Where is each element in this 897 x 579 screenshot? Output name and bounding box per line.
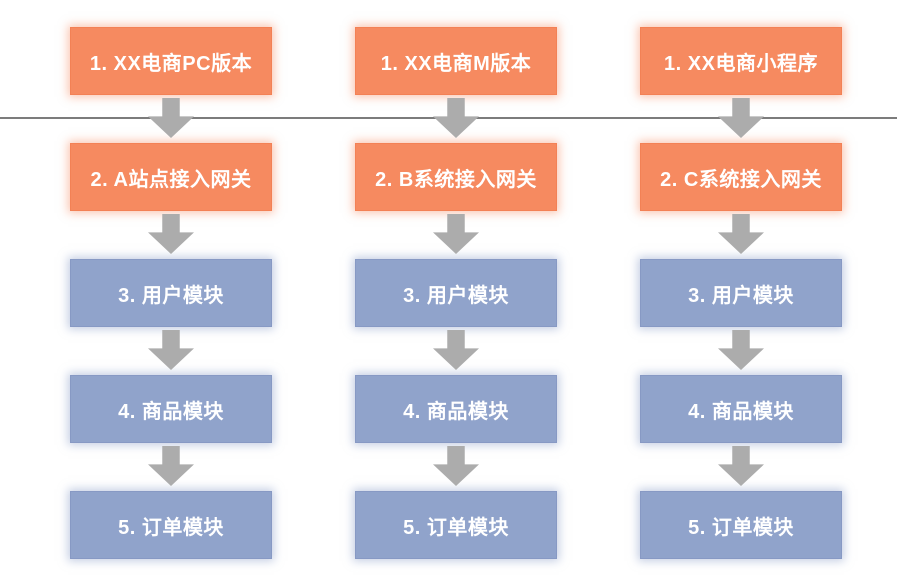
node-label: 3. 用户模块 [403,284,509,307]
node-label: 5. 订单模块 [688,516,794,539]
down-arrow-icon [148,446,194,486]
node-label: 4. 商品模块 [118,400,224,423]
down-arrow-icon [433,98,479,138]
down-arrow-icon [718,98,764,138]
node-label: 2. C系统接入网关 [660,168,822,191]
node-pc-client: 1. XX电商PC版本 [70,27,272,95]
node-user-module-2: 3. 用户模块 [355,259,557,327]
node-label: 3. 用户模块 [688,284,794,307]
node-label: 4. 商品模块 [403,400,509,423]
node-label: 3. 用户模块 [118,284,224,307]
node-user-module-3: 3. 用户模块 [640,259,842,327]
node-order-module-2: 5. 订单模块 [355,491,557,559]
node-order-module-1: 5. 订单模块 [70,491,272,559]
node-label: 2. B系统接入网关 [375,168,537,191]
down-arrow-icon [433,214,479,254]
node-m-client: 1. XX电商M版本 [355,27,557,95]
node-gateway-a: 2. A站点接入网关 [70,143,272,211]
node-label: 5. 订单模块 [118,516,224,539]
node-product-module-2: 4. 商品模块 [355,375,557,443]
down-arrow-icon [433,330,479,370]
node-label: 4. 商品模块 [688,400,794,423]
node-user-module-1: 3. 用户模块 [70,259,272,327]
flow-column-mobile: 1. XX电商M版本 2. B系统接入网关 3. 用户模块 4. 商品模块 5.… [355,27,557,559]
down-arrow-icon [718,446,764,486]
flow-column-miniprogram: 1. XX电商小程序 2. C系统接入网关 3. 用户模块 4. 商品模块 5.… [640,27,842,559]
down-arrow-icon [148,214,194,254]
node-gateway-b: 2. B系统接入网关 [355,143,557,211]
node-label: 2. A站点接入网关 [90,168,252,191]
node-miniprogram-client: 1. XX电商小程序 [640,27,842,95]
down-arrow-icon [718,330,764,370]
flow-column-pc: 1. XX电商PC版本 2. A站点接入网关 3. 用户模块 4. 商品模块 5… [70,27,272,559]
node-label: 1. XX电商小程序 [664,52,818,75]
down-arrow-icon [433,446,479,486]
node-product-module-1: 4. 商品模块 [70,375,272,443]
node-gateway-c: 2. C系统接入网关 [640,143,842,211]
node-label: 1. XX电商M版本 [380,52,532,75]
down-arrow-icon [148,330,194,370]
node-label: 5. 订单模块 [403,516,509,539]
node-label: 1. XX电商PC版本 [89,52,253,75]
node-order-module-3: 5. 订单模块 [640,491,842,559]
node-product-module-3: 4. 商品模块 [640,375,842,443]
down-arrow-icon [148,98,194,138]
down-arrow-icon [718,214,764,254]
